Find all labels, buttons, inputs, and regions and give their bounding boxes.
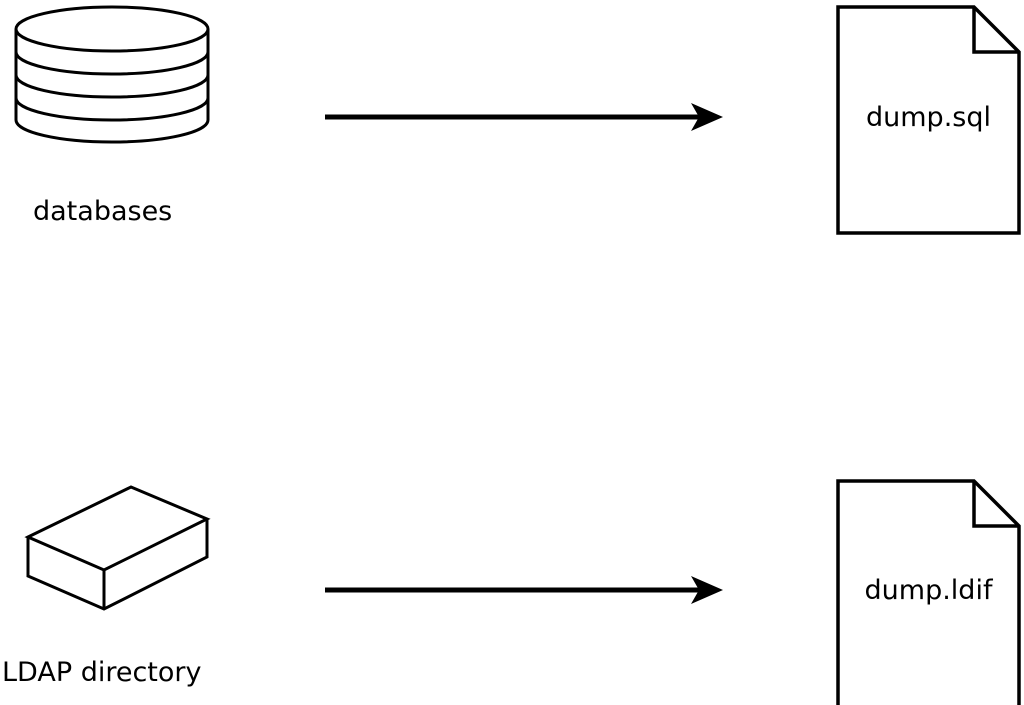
database-cylinder-icon [14,5,210,144]
source-label-ldap-directory: LDAP directory [2,657,202,688]
ldap-box-icon [24,485,211,611]
arrow-right-icon [325,576,723,604]
document-icon [836,5,1021,235]
file-label-dump-sql: dump.sql [866,102,991,133]
arrow-right-icon [325,103,723,131]
document-icon [836,479,1021,705]
source-label-databases: databases [33,196,173,227]
file-label-dump-ldif: dump.ldif [864,575,993,606]
